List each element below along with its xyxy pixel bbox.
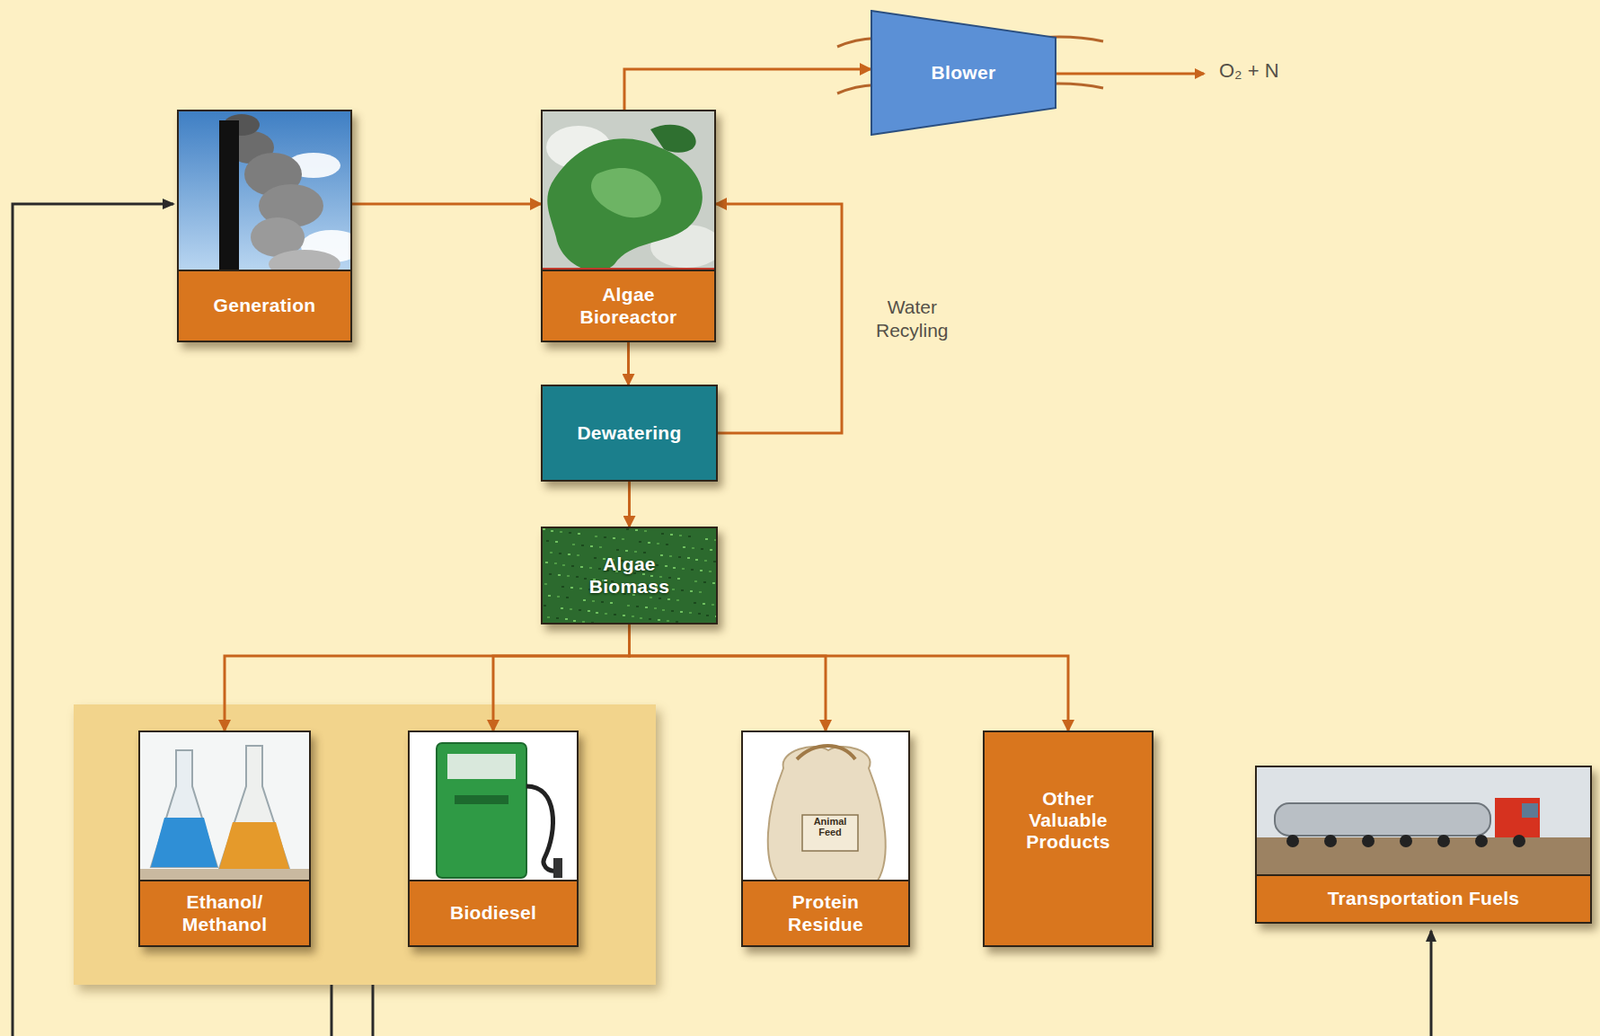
flow-arrow [629, 624, 827, 731]
node-label: Generation [213, 294, 317, 317]
pump-illustration [409, 732, 579, 885]
process-box: Protein Residue [741, 730, 911, 947]
process-box: Algae Bioreactor [540, 109, 717, 343]
sack-illustration [742, 732, 911, 885]
node-label: Algae Bioreactor [561, 283, 697, 328]
process-box: Transportation Fuels [1255, 765, 1592, 924]
edge-label: Water Recyling [875, 295, 949, 341]
node-label: Ethanol/ Methanol [170, 891, 279, 935]
flow-arrow [624, 69, 871, 110]
label-band: Transportation Fuels [1256, 874, 1591, 922]
node-label: Biodiesel [450, 901, 537, 924]
flow-arrow [224, 624, 630, 731]
node-label: Blower [931, 61, 997, 84]
loop-line [371, 984, 375, 1036]
label-area: Blower [870, 9, 1057, 136]
label-area: Other Valuable Products [984, 732, 1152, 946]
flow-arrow [627, 342, 630, 385]
truck-illustration [1256, 767, 1592, 880]
process-box: Algae Biomass [540, 526, 718, 625]
loop-line [1430, 930, 1433, 1036]
process-box: Other Valuable Products [982, 730, 1154, 947]
sack-label: Animal Feed [804, 815, 857, 838]
label-band: Biodiesel [409, 879, 577, 946]
loop-line [330, 984, 334, 1036]
exhaust-arrow [1056, 72, 1204, 76]
smoke-illustration [178, 111, 353, 275]
algae-illustration [542, 111, 717, 275]
output-label: O₂ + N [1219, 59, 1280, 83]
node-label: Transportation Fuels [1327, 887, 1521, 910]
label-band: Generation [178, 269, 351, 341]
node-label: Dewatering [576, 422, 681, 444]
label-area: Dewatering [542, 386, 717, 480]
blower-node: Blower [870, 9, 1057, 136]
flow-arrow [716, 203, 842, 434]
label-band: Protein Residue [742, 879, 909, 946]
node-label: Other Valuable Products [1000, 787, 1136, 853]
process-box: Dewatering [540, 384, 718, 482]
flasks-illustration [140, 732, 311, 885]
flow-arrow [629, 624, 1070, 731]
flow-arrow [493, 624, 630, 731]
flow-arrow [352, 203, 541, 206]
process-box: Generation [176, 109, 353, 343]
process-box: Biodiesel [407, 730, 579, 947]
node-label: Protein Residue [771, 891, 880, 935]
label-band: Ethanol/ Methanol [140, 879, 310, 946]
fuel-panel [73, 704, 656, 985]
process-box: Ethanol/ Methanol [138, 730, 311, 947]
flow-arrow [627, 481, 631, 527]
label-area: Algae Biomass [542, 528, 717, 623]
label-band: Algae Bioreactor [542, 269, 715, 341]
node-label: Algae Biomass [571, 553, 689, 597]
